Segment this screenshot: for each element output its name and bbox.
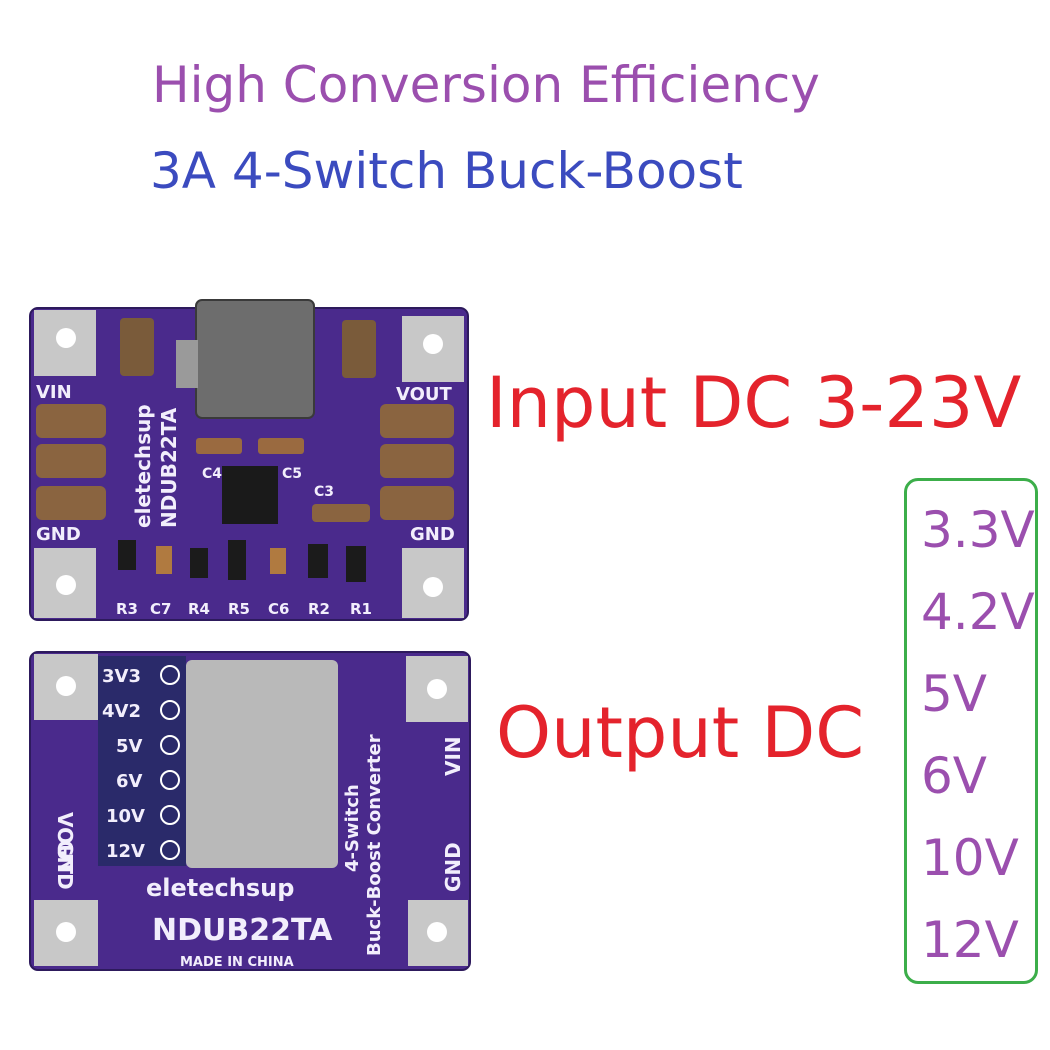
label-r3: R3: [116, 600, 138, 618]
label-r2: R2: [308, 600, 330, 618]
bottom-board: 3V3 4V2 5V 6V 10V 12V VOUT GND VIN GND B…: [29, 651, 471, 971]
top-board: VIN VOUT GND GND eletechsup NDUB22TA C4 …: [29, 299, 469, 621]
voltage-5v: 5V: [921, 665, 988, 723]
top-gnd-right-label: GND: [410, 524, 455, 545]
headline-efficiency: High Conversion Efficiency: [152, 56, 820, 114]
bottom-vout-label: VOUT: [53, 812, 77, 874]
output-label: Output DC: [496, 692, 865, 774]
voltage-4v2: 4.2V: [921, 583, 1035, 641]
headline-buck-boost: 3A 4-Switch Buck-Boost: [150, 142, 743, 200]
input-range-label: Input DC 3-23V: [486, 362, 1022, 444]
voltage-6v: 6V: [921, 747, 988, 805]
bottom-gnd-left-label: GND: [53, 840, 77, 890]
label-r5: R5: [228, 600, 250, 618]
label-c4: C4: [202, 466, 222, 482]
pad-4v2: 4V2: [102, 701, 141, 722]
bottom-model: NDUB22TA: [152, 913, 333, 948]
top-brand: eletechsup: [131, 404, 155, 528]
pad-6v: 6V: [116, 771, 143, 792]
bottom-brand: eletechsup: [146, 874, 294, 902]
voltage-10v: 10V: [921, 829, 1019, 887]
bottom-vertical-4switch: 4-Switch: [342, 784, 363, 872]
top-vin-label: VIN: [36, 382, 72, 403]
label-r4: R4: [188, 600, 210, 618]
pad-3v3: 3V3: [102, 666, 141, 687]
top-vout-label: VOUT: [396, 384, 453, 405]
bottom-made-in: MADE IN CHINA: [180, 955, 294, 970]
label-c5: C5: [282, 466, 302, 482]
label-c7: C7: [150, 600, 171, 618]
pad-5v: 5V: [116, 736, 143, 757]
voltage-3v3: 3.3V: [921, 501, 1035, 559]
bottom-vertical-buck-boost: Buck-Boost Converter: [364, 734, 385, 956]
voltage-12v: 12V: [921, 911, 1019, 969]
label-c3: C3: [314, 484, 334, 500]
top-gnd-left-label: GND: [36, 524, 81, 545]
pad-12v: 12V: [106, 841, 145, 862]
pad-10v: 10V: [106, 806, 145, 827]
bottom-vin-label: VIN: [441, 736, 465, 776]
bottom-gnd-right-label: GND: [441, 842, 465, 892]
top-model: NDUB22TA: [157, 407, 181, 528]
output-voltage-box: 3.3V 4.2V 5V 6V 10V 12V: [904, 478, 1038, 984]
label-r1: R1: [350, 600, 372, 618]
label-c6: C6: [268, 600, 289, 618]
